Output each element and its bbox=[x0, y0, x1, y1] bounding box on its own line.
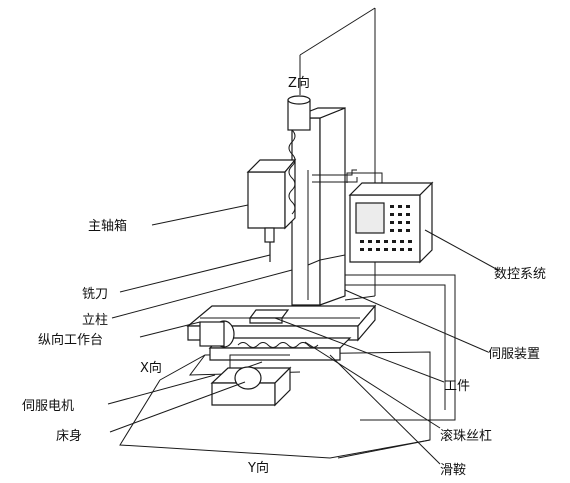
bed-label: 床身 bbox=[56, 428, 82, 444]
workpiece bbox=[248, 309, 290, 324]
milling-cutter-label: 铣刀 bbox=[82, 287, 108, 302]
x-servo-motor bbox=[199, 320, 235, 348]
workpiece-label: 工件 bbox=[444, 379, 470, 394]
column bbox=[291, 107, 358, 306]
cnc-control-box bbox=[346, 172, 434, 264]
servo-motor-label: 伺服电机 bbox=[22, 399, 74, 414]
x-axis-label: X向 bbox=[140, 360, 162, 376]
servo-device-label: 伺服装置 bbox=[488, 347, 540, 362]
servo-cables bbox=[345, 274, 456, 421]
bed bbox=[210, 361, 292, 407]
cnc-system-label: 数控系统 bbox=[494, 267, 546, 282]
y-servo-motor bbox=[229, 354, 290, 368]
y-axis-label: Y向 bbox=[247, 460, 269, 476]
saddle bbox=[208, 337, 352, 361]
longitudinal-table-label: 纵向工作台 bbox=[38, 332, 103, 348]
column-label: 立柱 bbox=[82, 313, 108, 328]
z-motor bbox=[287, 95, 311, 131]
z-axis-label: Z向 bbox=[288, 75, 310, 91]
headstock-label: 主轴箱 bbox=[88, 218, 127, 234]
ball-screw-label: 滚珠丝杠 bbox=[440, 428, 492, 444]
headstock bbox=[246, 129, 297, 243]
leader-lines bbox=[107, 204, 499, 465]
saddle-label: 滑鞍 bbox=[440, 462, 466, 478]
